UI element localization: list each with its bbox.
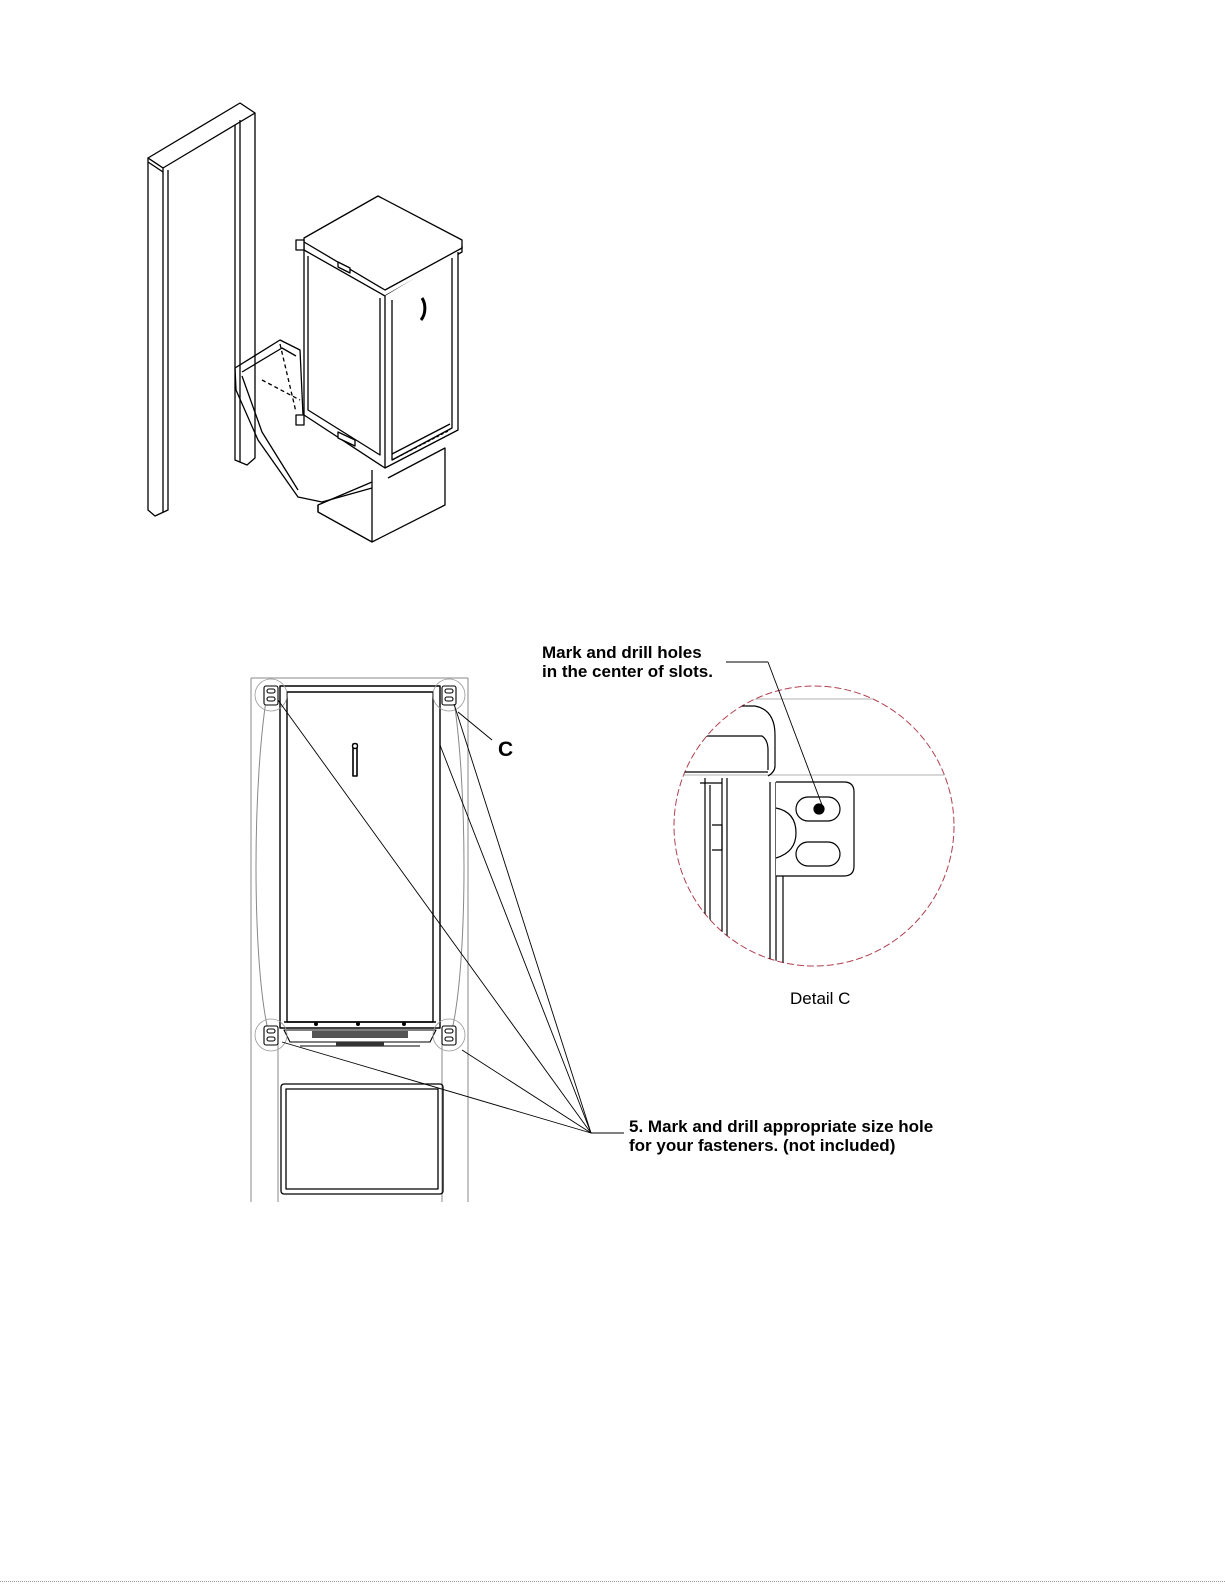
cabinet-front (280, 686, 440, 1028)
slots-note-line-1: Mark and drill holes (542, 643, 713, 662)
frame-uprights (251, 678, 468, 1202)
door-frame (148, 103, 255, 516)
step-5-line-1-text: Mark and drill appropriate size hole (643, 1117, 933, 1136)
ice-machine-cabinet (296, 196, 462, 468)
bracket-top-right (433, 679, 465, 711)
kickplate (284, 1030, 436, 1046)
slots-note-line-2: in the center of slots. (542, 662, 713, 681)
drill-hole-mark (814, 804, 824, 814)
step-5-leaders (278, 700, 624, 1133)
lower-slot (796, 842, 840, 866)
step-5-instruction: 5. Mark and drill appropriate size hole … (629, 1117, 933, 1155)
bracket-bottom-right (433, 1019, 465, 1051)
step-number: 5. (629, 1117, 643, 1136)
isometric-view (148, 103, 462, 542)
detail-c-caption: Detail C (790, 989, 850, 1008)
detail-c-marker: C (498, 740, 513, 759)
lower-panel (281, 1084, 443, 1194)
page-bottom-rule (0, 1581, 1225, 1582)
slots-note: Mark and drill holes in the center of sl… (542, 643, 713, 681)
base-pedestal (318, 448, 445, 542)
front-elevation (251, 678, 492, 1202)
bracket-bottom-left (255, 1019, 287, 1051)
detail-c-leader (458, 712, 492, 740)
step-5-line-1: 5. Mark and drill appropriate size hole (629, 1117, 933, 1136)
step-5-line-2: for your fasteners. (not included) (629, 1136, 933, 1155)
detail-c-view (660, 662, 970, 980)
